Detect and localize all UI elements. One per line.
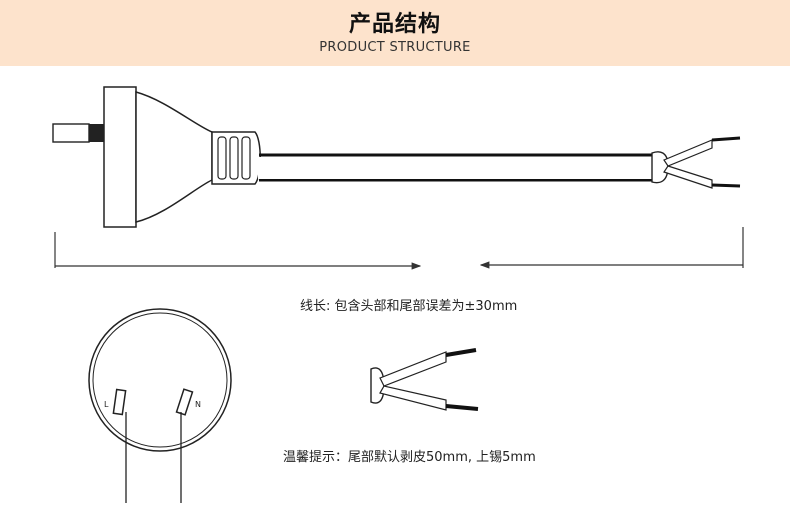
cable-length-note: 线长: 包含头部和尾部误差为±30mm: [300, 299, 518, 314]
header-banner: 产品结构 PRODUCT STRUCTURE: [0, 0, 790, 66]
plug-pin: [52, 123, 105, 143]
plug-back-plate: [103, 86, 137, 228]
pin-slot-left: [112, 388, 127, 416]
plug-body: [135, 91, 213, 223]
plug-side-view: [52, 86, 741, 228]
strain-relief: [211, 131, 261, 185]
page-title: 产品结构: [348, 12, 441, 37]
page-subtitle: PRODUCT STRUCTURE: [319, 40, 471, 55]
strip-tip-note: 温馨提示：尾部默认剥皮50mm, 上锡5mm: [283, 450, 536, 465]
plug-face-view: L N: [88, 308, 232, 503]
length-dimension: [54, 227, 744, 270]
cable-sheath-end: [651, 151, 669, 184]
pin-label-left: L: [104, 400, 109, 409]
cable: [258, 153, 656, 182]
wire-end-detail: [370, 348, 479, 411]
stripped-wires: [663, 136, 741, 189]
pin-label-right: N: [195, 400, 201, 409]
